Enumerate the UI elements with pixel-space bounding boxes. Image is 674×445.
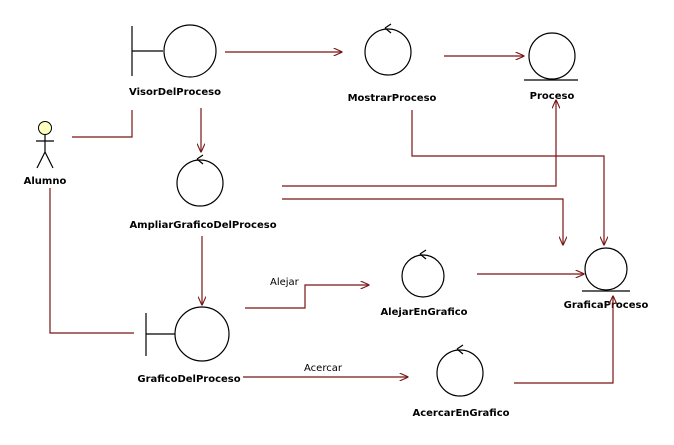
acercar-en-grafico-label: AcercarEnGrafico bbox=[412, 408, 509, 419]
control-alejar-en-grafico[interactable]: AlejarEnGrafico bbox=[380, 249, 468, 318]
boundary-object-icon bbox=[131, 24, 217, 78]
boundary-visor-del-proceso[interactable]: VisorDelProceso bbox=[129, 24, 221, 98]
arrow-grafico-to-alejar bbox=[245, 285, 369, 309]
control-object-icon bbox=[364, 23, 412, 76]
arrow-ampliar-to-proceso bbox=[282, 100, 556, 187]
mostrar-proceso-label: MostrarProceso bbox=[348, 93, 437, 104]
edge-label-acercar: Acercar bbox=[304, 363, 343, 374]
edge-label-alejar: Alejar bbox=[270, 277, 300, 288]
entity-object-icon bbox=[524, 32, 578, 81]
boundary-grafico-del-proceso[interactable]: GraficoDelProceso bbox=[137, 306, 241, 385]
actor-alumno[interactable]: Alumno bbox=[24, 121, 67, 188]
link-alumno-grafico bbox=[49, 188, 134, 334]
control-object-icon bbox=[176, 154, 224, 207]
control-object-icon bbox=[401, 249, 445, 298]
entity-grafica-proceso[interactable]: GraficaProceso bbox=[564, 247, 649, 311]
control-ampliar-grafico-del-proceso[interactable]: AmpliarGraficoDelProceso bbox=[129, 154, 277, 231]
alejar-en-grafico-label: AlejarEnGrafico bbox=[380, 307, 467, 318]
arrow-ampliar-to-grafica bbox=[282, 198, 563, 245]
link-alumno-visor bbox=[72, 110, 133, 138]
grafico-del-proceso-label: GraficoDelProceso bbox=[137, 374, 240, 385]
entity-object-icon bbox=[582, 247, 630, 292]
control-mostrar-proceso[interactable]: MostrarProceso bbox=[348, 23, 437, 104]
entity-proceso[interactable]: Proceso bbox=[524, 32, 578, 102]
control-acercar-en-grafico[interactable]: AcercarEnGrafico bbox=[412, 344, 510, 419]
boundary-object-icon bbox=[145, 306, 230, 362]
arrow-mostrar-to-grafica bbox=[411, 110, 604, 245]
ampliar-grafico-del-proceso-label: AmpliarGraficoDelProceso bbox=[129, 220, 276, 231]
visor-del-proceso-label: VisorDelProceso bbox=[129, 87, 221, 98]
arrow-acercar-to-grafica bbox=[514, 296, 613, 384]
stick-figure-actor-icon bbox=[36, 121, 54, 169]
grafica-proceso-label: GraficaProceso bbox=[564, 300, 649, 311]
proceso-label: Proceso bbox=[530, 91, 575, 102]
actor-label: Alumno bbox=[24, 176, 67, 187]
control-object-icon bbox=[436, 344, 484, 397]
